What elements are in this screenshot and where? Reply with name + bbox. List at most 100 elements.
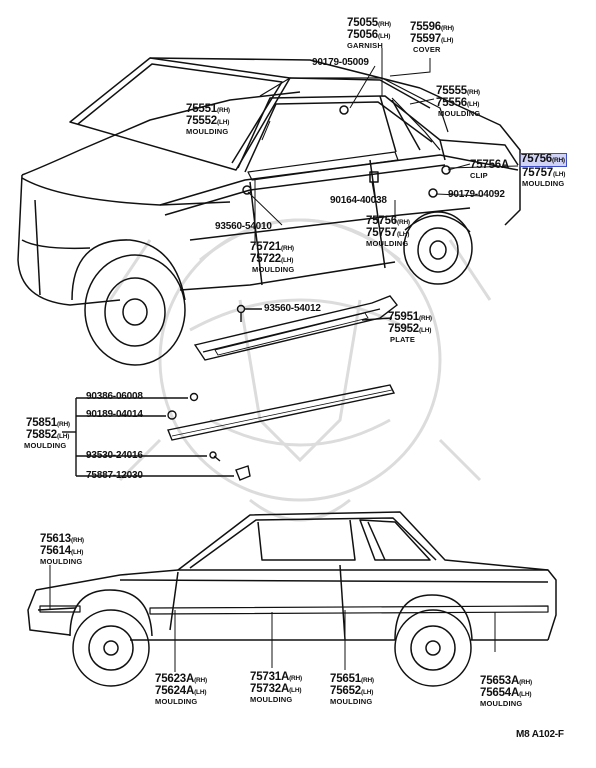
- part-number: 75652: [330, 685, 361, 697]
- label-75952: 75952(LH): [388, 323, 432, 336]
- side-suffix: (LH): [194, 689, 207, 696]
- label-75556: 75556(LH): [436, 97, 480, 110]
- label-90179-05009: 90179-05009: [312, 57, 369, 68]
- side-suffix: (RH): [360, 677, 374, 684]
- label-75852: 75852(LH): [26, 429, 70, 442]
- side-suffix: (LH): [519, 691, 532, 698]
- label-moulding-b: MOULDING: [438, 109, 481, 118]
- part-number: 75624A: [155, 685, 195, 697]
- part-number: 75055: [347, 17, 378, 29]
- label-75757-top: 75757(LH): [522, 167, 566, 180]
- label-75756-mid: 75756(RH): [366, 215, 410, 228]
- side-suffix: (RH): [418, 315, 432, 322]
- upper-car-drawing: [17, 57, 521, 366]
- label-plate: PLATE: [390, 335, 416, 344]
- label-75555: 75555(RH): [436, 85, 480, 98]
- side-suffix: (LH): [552, 171, 566, 178]
- sill-plate-drawing: [193, 295, 398, 361]
- part-number: 75731A: [250, 671, 290, 683]
- label-75597: 75597(LH): [410, 33, 454, 46]
- label-moulding-e: MOULDING: [252, 265, 295, 274]
- label-75623a: 75623A(RH): [155, 673, 208, 686]
- label-93530-24016: 93530-24016: [86, 450, 143, 461]
- side-suffix: (LH): [56, 433, 70, 440]
- part-number: 75732A: [250, 683, 290, 695]
- side-suffix: (RH): [56, 421, 70, 428]
- label-moulding-g: MOULDING: [40, 557, 83, 566]
- label-75756a: 75756A: [470, 159, 510, 171]
- label-75721: 75721(RH): [250, 241, 294, 254]
- side-suffix: (LH): [466, 101, 480, 108]
- part-number: 75623A: [155, 673, 195, 685]
- label-90179-04092: 90179-04092: [448, 189, 505, 200]
- leader-lines-top: [247, 48, 519, 245]
- side-suffix: (RH): [466, 89, 480, 96]
- rocker-moulding-drawing: [62, 384, 396, 481]
- part-number: 75056: [347, 29, 378, 41]
- label-75613: 75613(RH): [40, 533, 84, 546]
- watermark-emblem: [108, 218, 492, 522]
- part-number: 75614: [40, 545, 71, 557]
- part-number: 75722: [250, 253, 281, 265]
- part-number: 75651: [330, 673, 361, 685]
- side-suffix: (RH): [551, 157, 565, 164]
- side-suffix: (LH): [377, 33, 391, 40]
- part-number: 75952: [388, 323, 419, 335]
- side-suffix: (LH): [418, 327, 432, 334]
- label-75732a: 75732A(LH): [250, 683, 302, 696]
- label-93560-54012: 93560-54012: [264, 303, 321, 314]
- label-75652: 75652(LH): [330, 685, 374, 698]
- label-75851: 75851(RH): [26, 417, 70, 430]
- label-moulding-j: MOULDING: [330, 697, 373, 706]
- label-moulding-c: MOULDING: [522, 179, 565, 188]
- label-75757-mid: 75757(LH): [366, 227, 410, 240]
- side-suffix: (RH): [194, 677, 208, 684]
- side-suffix: (RH): [377, 21, 391, 28]
- label-moulding-k: MOULDING: [480, 699, 523, 708]
- label-moulding-d: MOULDING: [366, 239, 409, 248]
- part-number: 75951: [388, 311, 419, 323]
- label-75552: 75552(LH): [186, 115, 229, 128]
- figure-code: M8 A102-F: [516, 729, 564, 740]
- label-75055: 75055(RH): [347, 17, 391, 30]
- label-75756-highlighted[interactable]: 75756(RH): [519, 153, 567, 167]
- label-93560-54010: 93560-54010: [215, 221, 272, 232]
- label-moulding-i: MOULDING: [250, 695, 293, 704]
- side-suffix: (LH): [280, 257, 294, 264]
- side-suffix: (RH): [289, 675, 303, 682]
- part-number: 75757: [522, 167, 553, 179]
- part-number: 75852: [26, 429, 57, 441]
- part-number: 75556: [436, 97, 467, 109]
- part-number: 75597: [410, 33, 441, 45]
- label-75651: 75651(RH): [330, 673, 374, 686]
- side-suffix: (RH): [519, 679, 533, 686]
- part-number: 75653A: [480, 675, 520, 687]
- label-75614: 75614(LH): [40, 545, 83, 558]
- side-suffix: (RH): [440, 25, 454, 32]
- label-75551: 75551(RH): [186, 103, 230, 116]
- label-90189-04014: 90189-04014: [86, 409, 143, 420]
- part-number: 75552: [186, 115, 217, 127]
- part-number: 75654A: [480, 687, 520, 699]
- part-number: 75721: [250, 241, 281, 253]
- side-suffix: (LH): [396, 231, 410, 238]
- part-number: 75551: [186, 103, 217, 115]
- side-suffix: (RH): [216, 107, 230, 114]
- label-moulding-h: MOULDING: [155, 697, 198, 706]
- label-cover: COVER: [413, 45, 441, 54]
- label-75056: 75056(LH): [347, 29, 391, 42]
- part-number: 75756: [366, 215, 397, 227]
- label-75887-12030: 75887-12030: [86, 470, 143, 481]
- label-75653a: 75653A(RH): [480, 675, 533, 688]
- side-suffix: (LH): [440, 37, 454, 44]
- label-garnish: GARNISH: [347, 41, 383, 50]
- part-number: 75757: [366, 227, 397, 239]
- label-clip: CLIP: [470, 171, 488, 180]
- part-number: 75555: [436, 85, 467, 97]
- side-suffix: (RH): [396, 219, 410, 226]
- side-suffix: (LH): [360, 689, 374, 696]
- label-75654a: 75654A(LH): [480, 687, 532, 700]
- part-number: 75756: [521, 153, 552, 165]
- lower-car-drawing: [27, 511, 557, 687]
